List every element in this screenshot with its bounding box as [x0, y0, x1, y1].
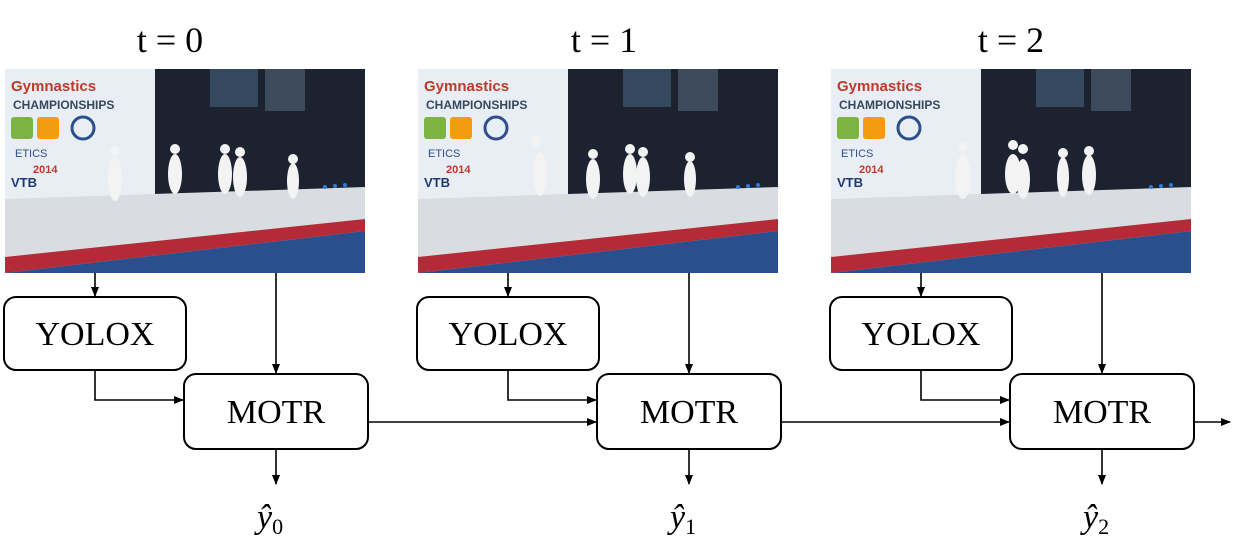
banner-year: 2014 — [859, 164, 884, 176]
sponsor-logo: VTB — [424, 175, 450, 190]
output-y2: ŷ2 — [1080, 499, 1109, 539]
time-label: t = 2 — [978, 20, 1044, 60]
yolox-to-motr-arrow — [507, 370, 597, 404]
time-label: t = 0 — [137, 20, 203, 60]
yolox-to-motr-arrow — [94, 370, 184, 404]
banner-year: 2014 — [33, 164, 58, 176]
banner-subtitle: CHAMPIONSHIPS — [13, 98, 114, 112]
output-y1: ŷ1 — [667, 499, 696, 539]
banner-title: Gymnastics — [424, 78, 509, 95]
motr-label: MOTR — [1053, 394, 1152, 431]
frame-column-1: t = 1 Gymnastics CHAMPIONSHIPS ETICS 201… — [416, 20, 782, 539]
banner-line: ETICS — [15, 148, 47, 160]
banner-subtitle: CHAMPIONSHIPS — [839, 98, 940, 112]
frame-column-0: t = 0 Gymnastics CHAMPIONSHIPS ETICS 201… — [3, 20, 369, 539]
yolox-label: YOLOX — [449, 316, 568, 353]
time-label: t = 1 — [571, 20, 637, 60]
banner-year: 2014 — [446, 164, 471, 176]
banner-title: Gymnastics — [837, 78, 922, 95]
banner-subtitle: CHAMPIONSHIPS — [426, 98, 527, 112]
yolox-label: YOLOX — [36, 316, 155, 353]
motr-label: MOTR — [227, 394, 326, 431]
banner-line: ETICS — [841, 148, 873, 160]
output-y0: ŷ0 — [254, 499, 283, 539]
video-frame-image: Gymnastics CHAMPIONSHIPS ETICS 2014 VTB — [418, 69, 778, 273]
video-frame-image: Gymnastics CHAMPIONSHIPS ETICS 2014 VTB — [5, 69, 365, 273]
frame-column-2: t = 2 Gymnastics CHAMPIONSHIPS ETICS 201… — [829, 20, 1195, 539]
banner-line: ETICS — [428, 148, 460, 160]
motr-label: MOTR — [640, 394, 739, 431]
sponsor-logo: VTB — [837, 175, 863, 190]
sponsor-logo: VTB — [11, 175, 37, 190]
yolox-to-motr-arrow — [920, 370, 1010, 404]
yolox-label: YOLOX — [862, 316, 981, 353]
video-frame-image: Gymnastics CHAMPIONSHIPS ETICS 2014 VTB — [831, 69, 1191, 273]
banner-title: Gymnastics — [11, 78, 96, 95]
